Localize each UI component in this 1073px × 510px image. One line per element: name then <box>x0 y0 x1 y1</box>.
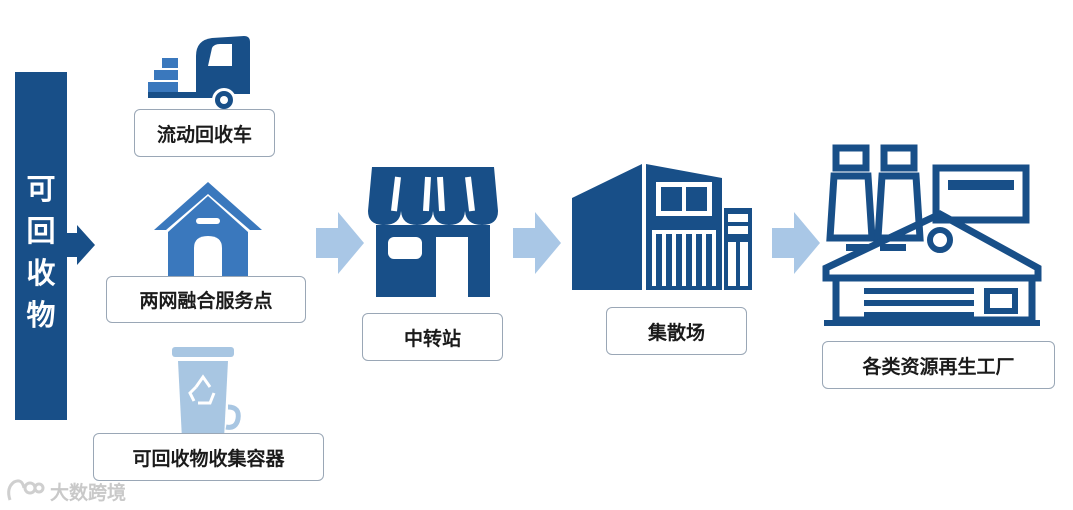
recyclables-char-4: 物 <box>26 298 56 332</box>
transfer-station-icon <box>368 167 498 297</box>
recyclables-char-3: 收 <box>26 256 56 290</box>
recyclables-title: 可 回 收 物 <box>15 168 67 336</box>
service-point-label: 两网融合服务点 <box>106 276 306 323</box>
truck-label: 流动回收车 <box>134 109 275 157</box>
truck-icon <box>148 36 250 112</box>
recyclables-char-2: 回 <box>26 214 56 248</box>
service-point-icon <box>154 182 262 278</box>
container-label: 可回收物收集容器 <box>93 433 324 481</box>
bar-pointer-icon <box>67 225 95 265</box>
distribution-center-icon <box>572 164 752 290</box>
watermark-text: 大数跨境 <box>50 481 127 504</box>
transfer-station-label: 中转站 <box>362 313 503 361</box>
factory-label: 各类资源再生工厂 <box>822 341 1055 389</box>
flow-arrow-1-icon <box>316 212 364 274</box>
recyclables-char-1: 可 <box>26 172 56 206</box>
factory-icon <box>822 144 1042 326</box>
recycle-bin-icon <box>172 347 241 439</box>
distribution-center-label: 集散场 <box>606 307 747 355</box>
flow-arrow-3-icon <box>772 212 820 274</box>
flow-arrow-2-icon <box>513 212 561 274</box>
recyclables-bar <box>15 72 67 420</box>
watermark: 大数跨境 <box>6 476 146 506</box>
watermark-logo-icon <box>7 479 45 501</box>
